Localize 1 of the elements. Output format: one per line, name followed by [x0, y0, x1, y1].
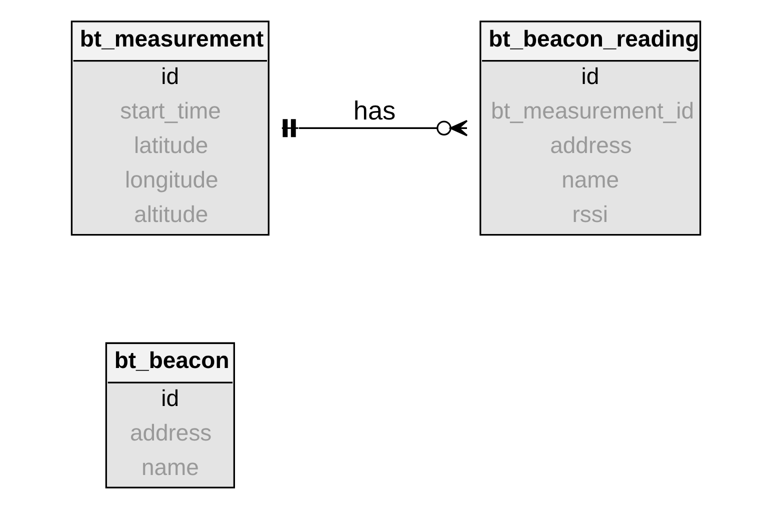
edge-label: has — [352, 96, 396, 126]
